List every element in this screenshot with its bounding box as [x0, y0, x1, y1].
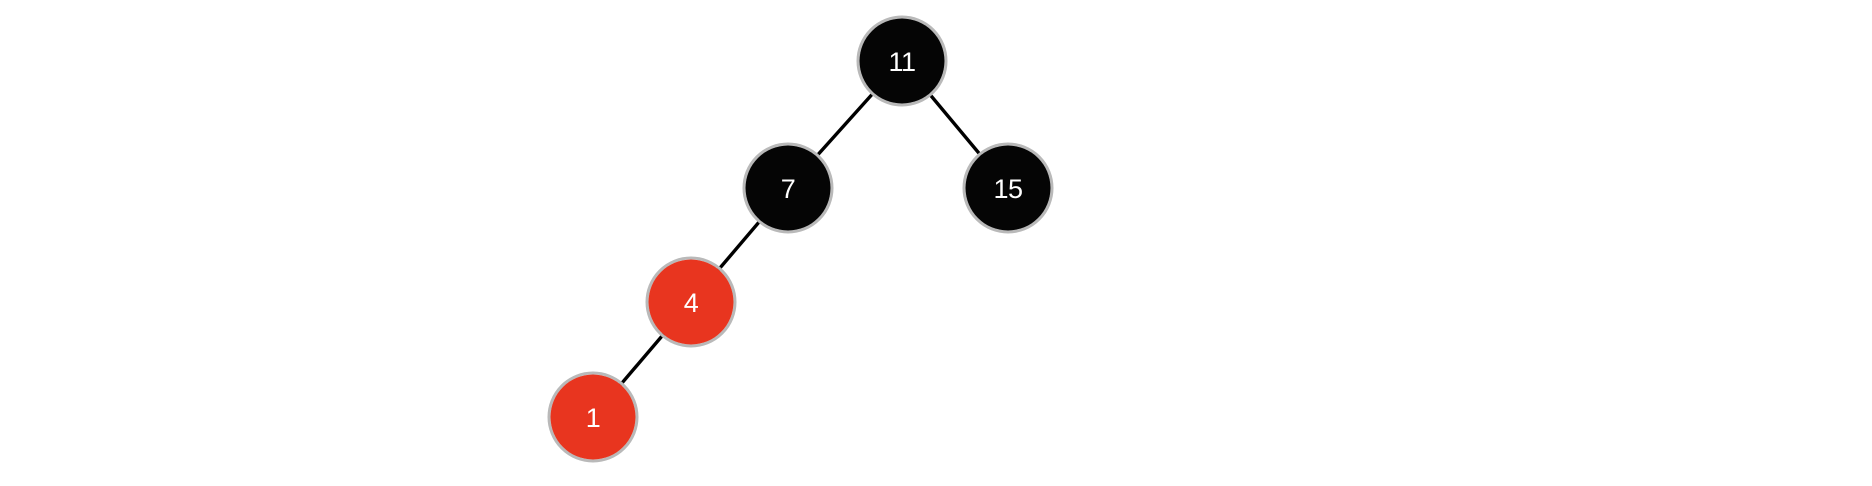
- node-circle-black[interactable]: [859, 18, 945, 104]
- node-circle-red[interactable]: [648, 259, 734, 345]
- tree-node-4[interactable]: 4: [645, 256, 737, 348]
- node-layer: 11 7 15 4 1: [547, 15, 1054, 463]
- node-circle-black[interactable]: [965, 145, 1051, 231]
- node-label: 15: [993, 174, 1022, 204]
- tree-node-7[interactable]: 7: [742, 142, 834, 234]
- tree-node-1[interactable]: 1: [547, 371, 639, 463]
- node-label: 4: [684, 288, 699, 318]
- node-halo: [547, 371, 639, 463]
- node-halo: [645, 256, 737, 348]
- node-halo: [962, 142, 1054, 234]
- tree-node-15[interactable]: 15: [962, 142, 1054, 234]
- tree-node-11[interactable]: 11: [856, 15, 948, 107]
- node-label: 7: [781, 174, 796, 204]
- node-halo: [856, 15, 948, 107]
- node-label: 1: [586, 403, 601, 433]
- node-circle-black[interactable]: [745, 145, 831, 231]
- node-label: 11: [888, 47, 915, 77]
- node-halo: [742, 142, 834, 234]
- node-circle-red[interactable]: [550, 374, 636, 460]
- edge-layer: [591, 59, 1010, 419]
